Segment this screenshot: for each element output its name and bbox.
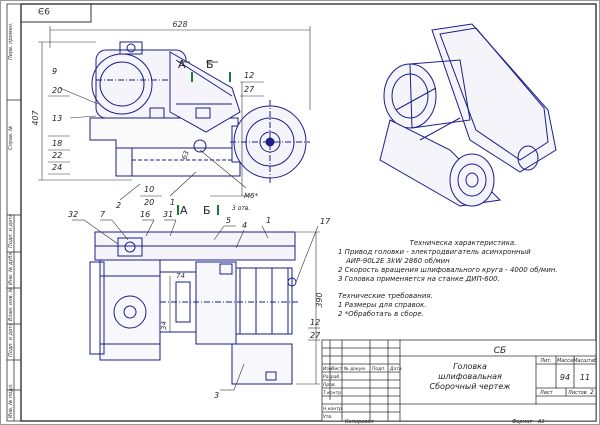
callout-5: 5 bbox=[226, 216, 231, 225]
tb-name-line-2: шлифовальная bbox=[438, 372, 502, 381]
callout-1-plan: 1 bbox=[266, 216, 271, 225]
callout-12-top: 12 bbox=[244, 71, 254, 80]
callout-18: 18 bbox=[52, 139, 62, 148]
title-block bbox=[321, 339, 597, 422]
callout-13: 13 bbox=[52, 114, 62, 123]
req-line-2: 2 *Обработать в сборе. bbox=[338, 310, 424, 318]
tb-role-prov: Пров. bbox=[323, 382, 336, 388]
callout-3: 3 bbox=[214, 391, 219, 400]
tb-row-label-list: Лист bbox=[330, 366, 343, 372]
tech-line-4: 3 Головка применяется на станке ДИП-600. bbox=[338, 275, 500, 283]
req-line-1: 1 Размеры для справок. bbox=[338, 301, 427, 309]
tb-row-label-data: Дата bbox=[389, 366, 402, 372]
callout-22: 22 bbox=[52, 151, 62, 160]
tech-line-1: 1 Привод головки - электродвигатель асин… bbox=[338, 248, 531, 256]
front-callouts: 9 20 13 18 22 24 12 27 10 20 2 1 bbox=[48, 67, 264, 210]
callout-12-bottom: 12 bbox=[310, 318, 320, 327]
req-title: Технические требования. bbox=[338, 292, 433, 300]
technical-notes: Техническа характеристика. 1 Привод голо… bbox=[338, 239, 588, 319]
tb-sheets-count: 2 bbox=[590, 389, 594, 396]
section-mark-a-bottom: А bbox=[180, 204, 188, 217]
margin-label-inv-dubl: Инв. № дубл. bbox=[8, 251, 14, 285]
callout-32: 32 bbox=[68, 210, 78, 219]
plan-callouts: 32 7 16 31 5 4 1 17 3 12 27 bbox=[68, 210, 331, 400]
tb-lit-header: Лит. bbox=[539, 358, 552, 364]
tb-sheet-label: Лист bbox=[539, 390, 554, 396]
tb-row-label-podp: Подп. bbox=[372, 366, 386, 372]
tech-title: Техническа характеристика. bbox=[409, 239, 517, 247]
tb-role-utv: Утв. bbox=[323, 414, 332, 420]
margin-label-sprav: Справ. № bbox=[8, 126, 14, 150]
callout-9: 9 bbox=[52, 67, 57, 76]
tb-copied: Копировал bbox=[345, 419, 374, 425]
margin-label-podp-data-1: Подп. и дата bbox=[8, 214, 14, 248]
section-mark-a-top: А bbox=[178, 58, 186, 71]
margin-label-vzam-inv: Взам. инв. № bbox=[8, 287, 14, 321]
callout-27-bottom: 27 bbox=[310, 331, 321, 340]
margin-label-podp-data-2: Подп. и дата bbox=[8, 323, 14, 357]
left-margin-table bbox=[6, 3, 22, 422]
tb-row-label-izm: Изм. bbox=[323, 366, 334, 372]
callout-4: 4 bbox=[242, 221, 247, 230]
margin-label-perv-primen: Перв. примен. bbox=[8, 22, 14, 60]
dim-34: 34 bbox=[160, 321, 168, 330]
tb-row-label-doc: № докум. bbox=[343, 366, 366, 372]
note-3-holes: 3 отв. bbox=[232, 205, 250, 212]
tb-role-razrab: Разраб. bbox=[323, 374, 341, 380]
tech-line-3: 2 Скорость вращения шлифовального круга … bbox=[338, 266, 558, 274]
margin-label-inv-podl: Инв. № подл. bbox=[8, 384, 14, 419]
callout-1-front: 1 bbox=[170, 198, 175, 207]
callout-24: 24 bbox=[52, 163, 62, 172]
section-marks: А Б А Б bbox=[177, 58, 231, 217]
tb-role-nkontr: Н.контр. bbox=[323, 406, 343, 412]
section-mark-b-top: Б bbox=[206, 58, 214, 71]
top-left-designation: 9Э bbox=[38, 5, 50, 15]
front-view bbox=[89, 41, 310, 184]
note-m6: М6* bbox=[244, 192, 258, 200]
tb-name-line-1: Головка bbox=[453, 362, 487, 371]
plan-dimensions bbox=[169, 231, 320, 385]
callout-31: 31 bbox=[163, 210, 173, 219]
front-dimensions bbox=[38, 26, 311, 197]
dim-390: 390 bbox=[315, 292, 324, 307]
callout-7: 7 bbox=[100, 210, 106, 219]
callout-17: 17 bbox=[320, 217, 331, 226]
top-left-designation-box: 9Э bbox=[20, 3, 92, 23]
dim-overall-height: 407 bbox=[31, 109, 40, 125]
tb-format-label: Формат bbox=[512, 419, 533, 425]
callout-20-top: 20 bbox=[52, 86, 62, 95]
callout-10: 10 bbox=[144, 185, 154, 194]
tb-mass-header: Масса bbox=[557, 358, 573, 364]
plan-gearbox bbox=[231, 343, 293, 385]
tb-sheets-label: Листов bbox=[567, 390, 587, 396]
tb-scale-header: Масштаб bbox=[573, 358, 597, 364]
dim-63: 63 bbox=[180, 150, 191, 161]
tb-name-line-3: Сборочный чертеж bbox=[430, 382, 512, 391]
callout-2: 2 bbox=[116, 201, 121, 210]
isometric-view bbox=[379, 23, 557, 207]
tb-mass: 94 bbox=[560, 373, 570, 382]
weld-note: М6* 3 отв. bbox=[199, 149, 258, 212]
callout-20-bottom: 20 bbox=[144, 198, 154, 207]
plan-motor bbox=[99, 259, 161, 361]
section-mark-b-bottom: Б bbox=[203, 204, 211, 217]
tb-format: А3 bbox=[537, 419, 545, 425]
plan-view bbox=[89, 231, 300, 385]
tb-designation: СБ bbox=[494, 346, 506, 356]
tb-role-tkontr: Т.контр. bbox=[323, 390, 343, 396]
belt-housing bbox=[169, 51, 241, 133]
dim-74: 74 bbox=[176, 272, 185, 280]
tech-line-2: АИР-90L2E 3kW 2860 об/мин bbox=[346, 257, 450, 265]
callout-16: 16 bbox=[140, 210, 150, 219]
tb-scale: 11 bbox=[580, 373, 590, 382]
callout-27-top: 27 bbox=[244, 85, 255, 94]
dim-overall-width: 628 bbox=[172, 20, 187, 29]
